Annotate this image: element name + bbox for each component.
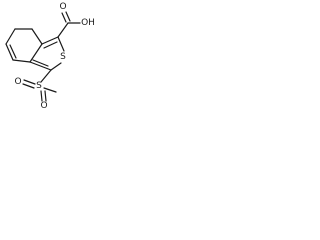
atom-label-sulfonyl-s: S — [36, 81, 42, 91]
bond-c7a-c1-double — [43, 41, 58, 49]
molecule-structure: OH O S S O O — [5, 2, 95, 111]
bond-s-o-upper — [23, 79, 36, 85]
atom-label-oh: OH — [81, 18, 95, 28]
bond-c-o-double-b — [65, 11, 71, 22]
cyclohexadiene-ring — [5, 28, 43, 63]
bond-s-o-upper-double — [22, 83, 35, 89]
methylsulfonyl-group — [22, 69, 57, 102]
thiophene-ring — [29, 36, 65, 71]
bond-c3-sulfonyl — [40, 69, 52, 83]
bond-c-o-double-a — [61, 12, 67, 23]
bond-c1-s2 — [57, 36, 65, 52]
bond-c5-c4 — [5, 43, 14, 61]
bond-s-o-lower-double — [44, 90, 47, 102]
atom-label-ring-s: S — [60, 52, 66, 62]
molecule-diagram: OH O S S O O — [0, 0, 97, 112]
bond-s2-c3 — [50, 62, 62, 71]
atom-label-sulfonyl-o-bottom: O — [40, 101, 47, 111]
bond-s-o-lower — [40, 90, 43, 102]
bond-c1-cooh — [57, 22, 69, 38]
bond-c5-c4-double — [9, 44, 17, 59]
bond-s-methyl — [43, 87, 57, 93]
bond-c6-c5 — [5, 28, 16, 45]
bond-c3a-c7a — [29, 43, 43, 63]
carboxylic-acid-group — [57, 11, 81, 38]
bond-c4-c3a — [12, 59, 31, 63]
atom-label-sulfonyl-o-left: O — [14, 77, 21, 87]
bond-c7a-c7 — [31, 28, 43, 45]
bond-c3-c3a — [29, 61, 52, 71]
bond-c3-c3a-double — [32, 59, 49, 67]
bond-c7a-c1 — [41, 36, 59, 45]
atom-label-carbonyl-o: O — [59, 2, 66, 12]
